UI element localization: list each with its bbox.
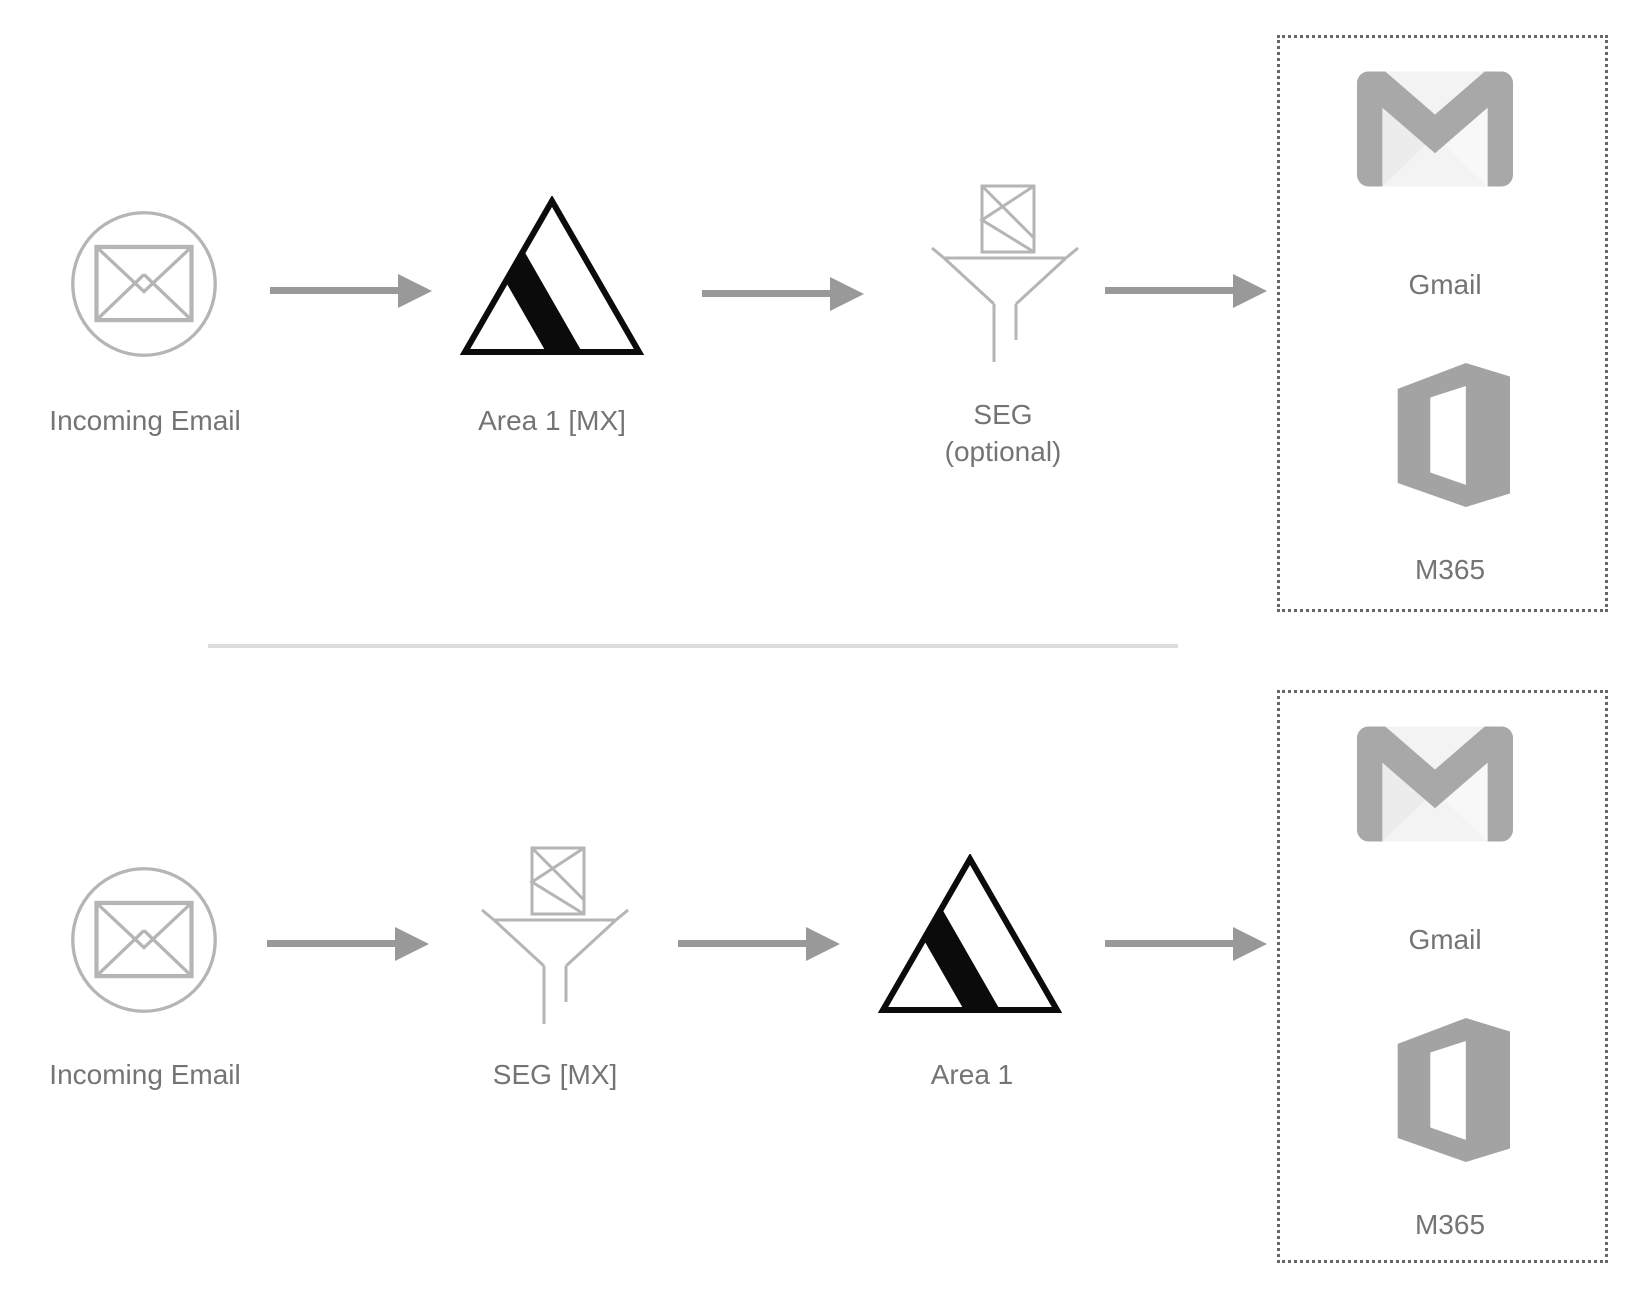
seg-funnel-icon (930, 176, 1080, 376)
seg-funnel-icon (480, 838, 630, 1038)
flow-arrow (678, 940, 806, 947)
flow-arrow (270, 287, 398, 294)
destination-label-gmail: Gmail (1408, 924, 1482, 955)
row-divider (208, 644, 1178, 648)
area1-triangle-logo (460, 196, 644, 358)
destinations-box: Gmail M365 (1277, 690, 1608, 1263)
area1-triangle-logo (878, 854, 1062, 1016)
node-label-incoming-email: Incoming Email (49, 1059, 241, 1090)
flow-arrow (1105, 287, 1233, 294)
flow-arrow (1105, 940, 1233, 947)
destinations-box: Gmail M365 (1277, 35, 1608, 612)
flow-arrow (267, 940, 395, 947)
node-label-seg-mx: SEG [MX] (492, 1059, 618, 1090)
gmail-icon (1357, 726, 1513, 842)
destination-label-m365: M365 (1414, 1209, 1486, 1240)
node-label-incoming-email: Incoming Email (49, 405, 241, 436)
m365-icon (1390, 1016, 1510, 1164)
m365-icon (1390, 361, 1510, 509)
node-label-area1: Area 1 (930, 1059, 1014, 1090)
destination-label-m365: M365 (1414, 554, 1486, 585)
seg-label-line2: (optional) (944, 436, 1062, 467)
flow-arrow (702, 290, 830, 297)
seg-label-line1: SEG (973, 399, 1033, 430)
node-label-area1-mx: Area 1 [MX] (478, 405, 626, 436)
destination-label-gmail: Gmail (1408, 269, 1482, 300)
gmail-icon (1357, 71, 1513, 187)
incoming-email-icon (68, 208, 220, 360)
incoming-email-icon (68, 864, 220, 1016)
node-label-seg-optional: SEG (optional) (945, 396, 1062, 470)
